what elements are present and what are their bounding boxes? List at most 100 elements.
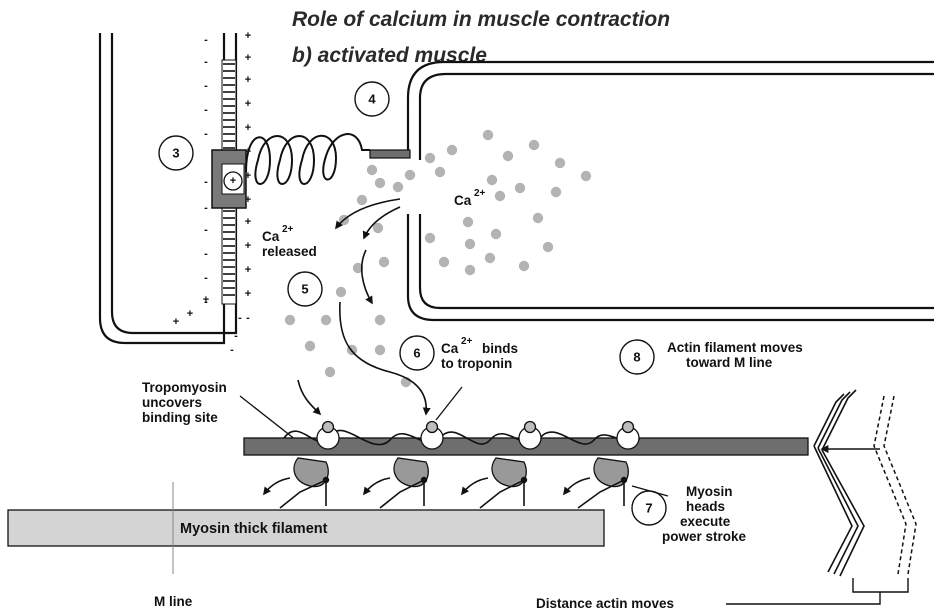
calcium-ion-dot (393, 182, 403, 192)
calcium-ion-dot (485, 253, 495, 263)
voltage-sensor-plus: + (230, 175, 236, 187)
calcium-ion-dot (375, 178, 385, 188)
minus-sign: - (238, 312, 242, 324)
minus-sign: - (204, 34, 208, 46)
calcium-ion-dot (367, 165, 377, 175)
plus-sign: + (245, 264, 251, 276)
minus-sign: - (204, 128, 208, 140)
troponin-pointer (436, 387, 462, 420)
to-troponin-text: to troponin (441, 356, 512, 371)
distance-bracket (726, 578, 908, 604)
calcium-ion-dot (405, 170, 415, 180)
calcium-ion-dot (325, 367, 335, 377)
plus-sign: + (245, 288, 251, 300)
calcium-ion-dot (581, 171, 591, 181)
plus-sign: + (245, 52, 251, 64)
ca-store-sup: 2+ (474, 188, 486, 199)
tropomyosin-line2: uncovers (142, 395, 202, 410)
calcium-ion-dot (551, 187, 561, 197)
minus-sign: - (204, 176, 208, 188)
tropomyosin-line1: Tropomyosin (142, 380, 227, 395)
ca-released-label: Ca 2+ released (262, 224, 317, 259)
calcium-ion-dot (463, 217, 473, 227)
plus-sign: + (187, 308, 193, 320)
myosin-necks (280, 480, 624, 508)
minus-sign: - (204, 202, 208, 214)
calcium-ion-dot (483, 130, 493, 140)
plus-sign: + (245, 30, 251, 42)
m-line-label: M line (154, 594, 193, 609)
step-5-marker: 5 (288, 272, 322, 306)
step-4-marker: 4 (355, 82, 389, 116)
myosin-heads-line2: heads (686, 499, 725, 514)
ca-released-text: released (262, 244, 317, 259)
calcium-ion-dot (487, 175, 497, 185)
minus-sign: - (204, 56, 208, 68)
calcium-ion-dot (465, 239, 475, 249)
calcium-ion-dot (425, 153, 435, 163)
binds-ca: Ca (441, 341, 459, 356)
minus-sign: - (234, 330, 238, 342)
dhp-receptor: + (212, 150, 246, 208)
minus-sign: - (246, 312, 250, 324)
diagram-title-line1: Role of calcium in muscle contraction (292, 8, 670, 31)
calcium-ion-dot (285, 315, 295, 325)
ryanodine-receptor (370, 150, 410, 158)
calcium-ion-dot (375, 345, 385, 355)
sarcoplasmic-reticulum (408, 62, 934, 320)
actin-moves-label: Actin filament moves toward M line (667, 340, 803, 370)
plus-sign: + (245, 98, 251, 110)
ca-released-sup: 2+ (282, 224, 294, 235)
thick-filament-label: Myosin thick filament (180, 521, 328, 537)
calcium-ion-dot (519, 261, 529, 271)
coil-linker (246, 134, 370, 184)
step-7-marker: 7 (632, 491, 666, 525)
myosin-heads-line1: Myosin (686, 484, 733, 499)
release-arrows (336, 199, 400, 303)
binds-text: binds (482, 341, 518, 356)
step-3-marker: 3 (159, 136, 193, 170)
myosin-heads-line4: power stroke (662, 529, 747, 544)
ca-store-label: Ca 2+ (454, 188, 486, 208)
step-7-number: 7 (645, 501, 652, 516)
calcium-ion-dot (529, 140, 539, 150)
z-disc (814, 390, 864, 576)
plus-sign: + (203, 294, 209, 306)
plus-sign: + (245, 240, 251, 252)
calcium-ion-dot (305, 341, 315, 351)
plus-sign: + (245, 122, 251, 134)
calcium-ion-dot (425, 233, 435, 243)
minus-sign: - (204, 272, 208, 284)
minus-sign: - (204, 248, 208, 260)
calcium-ion-dot (515, 183, 525, 193)
binds-sup: 2+ (461, 336, 473, 347)
calcium-ion-dot (491, 229, 501, 239)
calcium-ion-dot (375, 315, 385, 325)
calcium-ion-dot (379, 257, 389, 267)
calcium-ion-dot (447, 145, 457, 155)
minus-sign: - (204, 80, 208, 92)
plus-sign: + (173, 316, 179, 328)
plus-sign: + (245, 216, 251, 228)
tropomyosin-label: Tropomyosin uncovers binding site (142, 380, 227, 425)
ca-store-ca: Ca (454, 193, 472, 208)
minus-sign: - (230, 344, 234, 356)
tropomyosin-line3: binding site (142, 410, 218, 425)
calcium-ions (285, 130, 591, 387)
step-4-number: 4 (368, 92, 376, 107)
plus-sign: + (245, 74, 251, 86)
diagram-title-line2: b) activated muscle (292, 44, 487, 67)
calcium-ion-dot (439, 257, 449, 267)
actin-moves-line1: Actin filament moves (667, 340, 803, 355)
step-5-number: 5 (301, 282, 308, 297)
myosin-heads-line3: execute (680, 514, 731, 529)
distance-label: Distance actin moves (536, 596, 674, 611)
ca-released-ca: Ca (262, 229, 280, 244)
calcium-ion-dot (543, 242, 553, 252)
step-6-marker: 6 (400, 336, 434, 370)
step-6-number: 6 (413, 346, 420, 361)
calcium-ion-dot (533, 213, 543, 223)
minus-sign: - (204, 224, 208, 236)
z-disc-previous-position (874, 396, 916, 574)
